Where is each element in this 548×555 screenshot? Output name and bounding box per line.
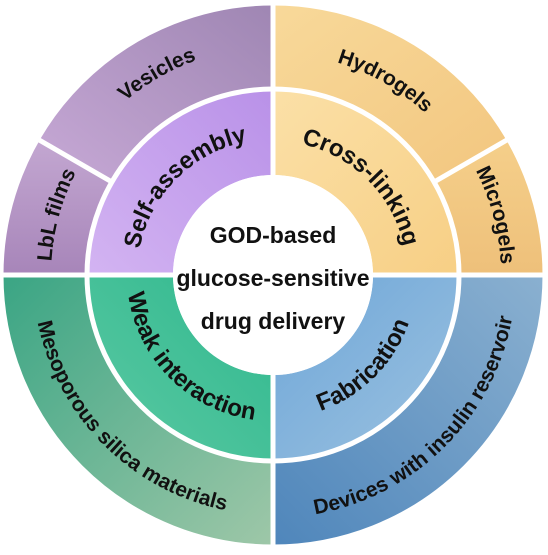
outer-segment-lbl-films[interactable] (3, 140, 112, 275)
inner-segment-cross-linking[interactable] (273, 89, 459, 275)
outer-segment-microgels[interactable] (434, 140, 543, 275)
outer-segment-devices[interactable] (273, 275, 543, 545)
center-line-2: glucose-sensitive (176, 265, 369, 291)
center-line-1: GOD-based (210, 222, 337, 248)
center-disc (173, 175, 373, 375)
outer-segment-vesicles[interactable] (39, 5, 273, 182)
outer-segment-hydrogels[interactable] (273, 5, 507, 182)
outer-segment-mesoporous-silica[interactable] (3, 275, 273, 545)
center-line-3: drug delivery (201, 308, 346, 334)
inner-segment-fabrication[interactable] (273, 275, 459, 461)
inner-segment-weak-interaction[interactable] (87, 275, 273, 461)
inner-segment-self-assembly[interactable] (87, 89, 273, 275)
